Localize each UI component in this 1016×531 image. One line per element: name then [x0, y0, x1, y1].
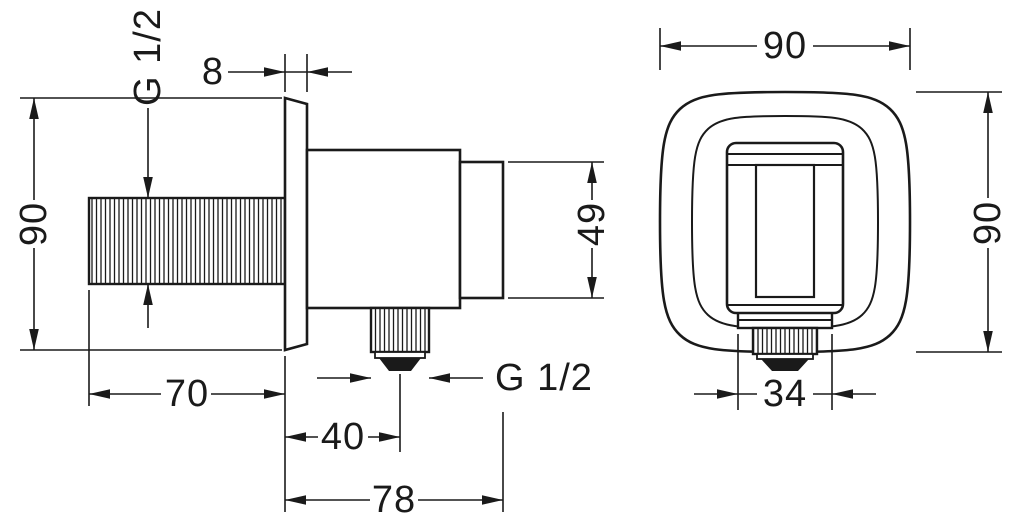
dim-front-height: 90 [916, 91, 1009, 353]
dim-label-side-height: 90 [13, 202, 55, 246]
dim-side-height: 90 [13, 97, 282, 351]
dim-holder-height: 49 [508, 161, 613, 299]
dim-pipe-length: 70 [88, 290, 286, 512]
dim-label-total-depth: 78 [372, 479, 416, 521]
dim-label-inlet-thread: G 1/2 [127, 8, 169, 106]
outlet-thread [369, 306, 431, 354]
dim-inlet-thread: G 1/2 [127, 8, 169, 328]
body [305, 148, 462, 310]
dim-label-front-height: 90 [967, 201, 1009, 245]
front-outlet-thread [751, 326, 819, 356]
inlet-pipe-thread [87, 196, 287, 286]
holder-block [458, 160, 505, 300]
outlet-collar [374, 351, 426, 359]
dim-label-front-outlet-width: 34 [763, 373, 807, 415]
front-outlet-tip [761, 359, 809, 371]
dim-label-outlet-thread: G 1/2 [495, 357, 593, 399]
dim-label-holder-height: 49 [571, 202, 613, 246]
dim-label-plate-thickness: 8 [202, 51, 224, 93]
outlet-tip [379, 358, 421, 371]
dim-label-pipe-length: 70 [165, 373, 209, 415]
dim-label-outlet-offset: 40 [321, 416, 365, 458]
holder-bracket [725, 141, 845, 315]
front-inner-contour [690, 114, 880, 330]
dim-label-front-width: 90 [763, 25, 807, 67]
dim-total-depth: 78 [285, 412, 504, 521]
dim-outlet-offset: 40 [285, 374, 401, 458]
side-view: 90 G 1/2 8 49 [13, 8, 613, 521]
wall-plate [283, 96, 309, 352]
dim-plate-thickness: 8 [202, 51, 352, 93]
dim-outlet-thread: G 1/2 [317, 357, 593, 399]
front-outlet-collar [756, 353, 814, 360]
front-view: 90 90 34 [658, 25, 1009, 415]
dim-front-width: 90 [659, 25, 911, 70]
bracket-slot [754, 163, 816, 299]
dim-front-outlet-width: 34 [694, 334, 876, 415]
